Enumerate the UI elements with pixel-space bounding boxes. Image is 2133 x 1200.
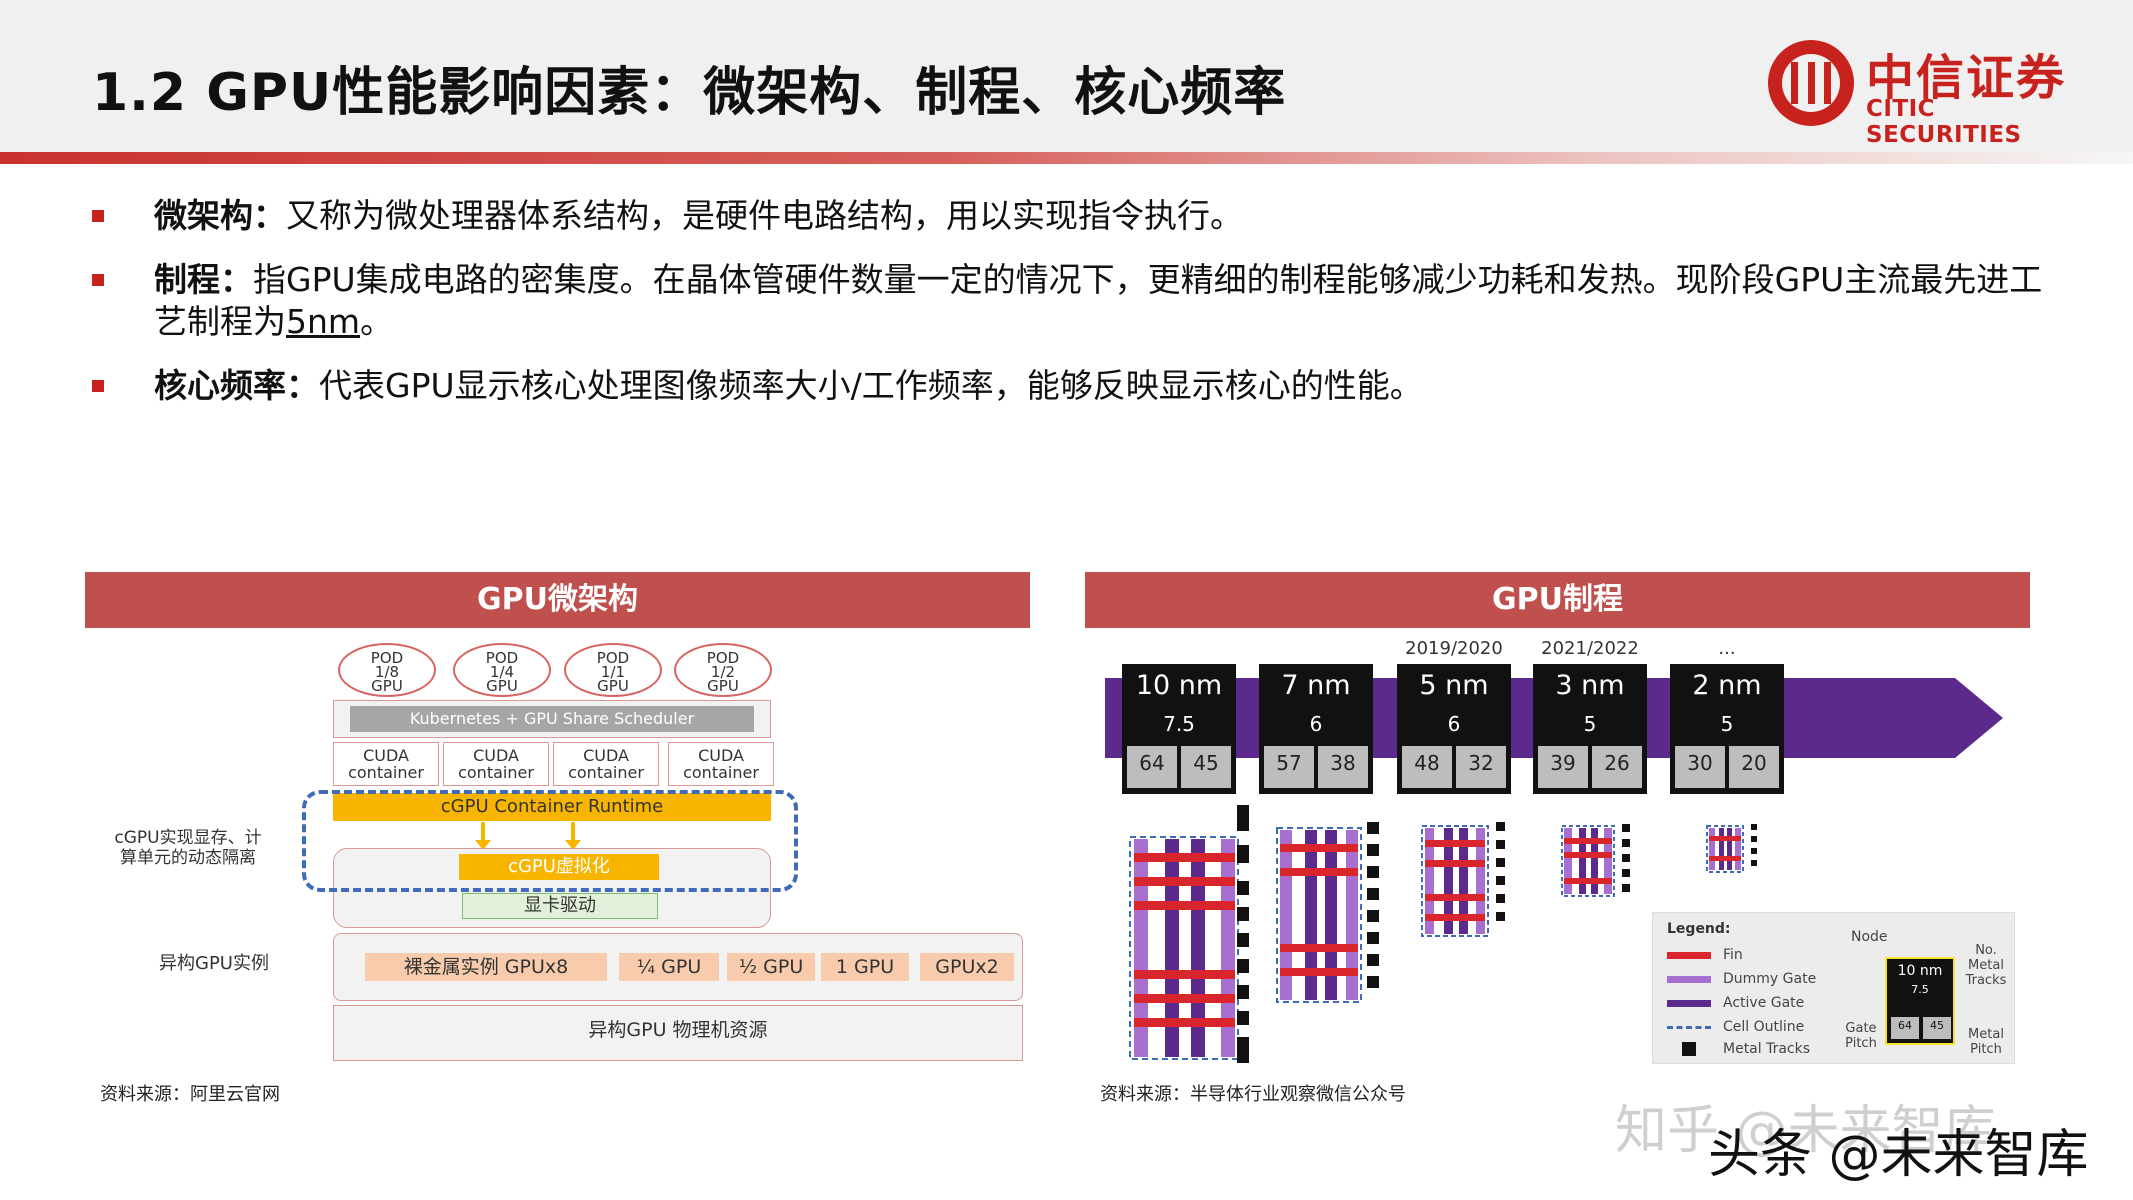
legend-metal-tracks: Metal Tracks [1667, 1041, 1810, 1057]
citic-logo: 中信证券 CITIC SECURITIES [1768, 36, 2068, 148]
node-year: 2021/2022 [1541, 638, 1639, 659]
legend-dummy-gate: Dummy Gate [1667, 971, 1816, 987]
node-year: 2019/2020 [1405, 638, 1503, 659]
node-year: ... [1718, 638, 1736, 659]
panel-title-process: GPU制程 [1085, 572, 2030, 628]
header-divider [0, 152, 2133, 164]
citic-logo-bars [1791, 62, 1831, 104]
cell-drawing-10nm [1129, 805, 1249, 1063]
bullet-square-icon [92, 380, 104, 392]
legend-title: Legend: [1667, 921, 1731, 937]
bullet-square-icon [92, 274, 104, 286]
physical-resource-label: 异构GPU 物理机资源 [588, 1019, 768, 1041]
cgpu-runtime-bar: cGPU Container Runtime [333, 793, 771, 821]
bullet-keyword: 核心频率： [154, 366, 319, 405]
legend-node-word: Node [1851, 929, 1888, 945]
legend-cell-outline: Cell Outline [1667, 1019, 1804, 1035]
bullet-keyword: 微架构： [154, 196, 286, 235]
gpu-instance-half: ½ GPU [727, 953, 815, 981]
bullet-square-icon [92, 210, 104, 222]
cell-drawing-3nm [1561, 824, 1630, 897]
bullet-text: 代表GPU显示核心处理图像频率大小/工作频率，能够反映显示核心的性能。 [319, 366, 1423, 405]
bullet-tail: 。 [360, 302, 394, 341]
right-source-note: 资料来源：半导体行业观察微信公众号 [1100, 1084, 1406, 1105]
gpu-driver-bar: 显卡驱动 [462, 893, 658, 919]
panel-title-microarchitecture: GPU微架构 [85, 572, 1030, 628]
logo-text-cn: 中信证券 [1866, 50, 2067, 106]
cell-drawing-7nm [1276, 822, 1379, 1003]
gpu-instance-baremetal: 裸金属实例 GPUx8 [365, 953, 607, 981]
bullet-underline-text: 5nm [286, 302, 361, 341]
cgpu-virtualization-bar: cGPU虚拟化 [459, 854, 659, 880]
left-source-note: 资料来源：阿里云官网 [100, 1084, 280, 1105]
gpu-instance-label: 异构GPU实例 [159, 953, 269, 974]
legend-mini-node: 10 nm 7.5 64 45 [1885, 957, 1955, 1045]
bullet-process: 制程：指GPU集成电路的密集度。在晶体管硬件数量一定的情况下，更精细的制程能够减… [92, 259, 2052, 343]
bullet-keyword: 制程： [154, 260, 253, 299]
isolation-label: cGPU实现显存、计算单元的动态隔离 [114, 828, 262, 868]
gpu-instance-one: 1 GPU [821, 953, 909, 981]
gpu-instance-x2: GPUx2 [920, 953, 1014, 981]
scheduler-label: Kubernetes + GPU Share Scheduler [350, 706, 754, 732]
bullet-text: 又称为微处理器体系结构，是硬件电路结构，用以实现指令执行。 [286, 196, 1243, 235]
page-title: 1.2 GPU性能影响因素：微架构、制程、核心频率 [92, 63, 1287, 123]
zhihu-watermark: 知乎 @未来智库 [1615, 1101, 1996, 1161]
bullet-core-frequency: 核心频率：代表GPU显示核心处理图像频率大小/工作频率，能够反映显示核心的性能。 [92, 365, 2052, 407]
legend-fin: Fin [1667, 947, 1743, 963]
runtime-arrows [475, 822, 581, 850]
process-legend: Legend: Fin Dummy Gate Active Gate Cell … [1652, 912, 2015, 1064]
cell-drawing-2nm [1706, 824, 1757, 873]
roadmap-arrow-band [1105, 678, 1955, 758]
gpu-instance-quarter: ¼ GPU [619, 953, 719, 981]
legend-active-gate: Active Gate [1667, 995, 1804, 1011]
isolation-dashed-outline [302, 790, 798, 892]
logo-text-en: CITIC SECURITIES [1866, 96, 2022, 148]
toutiao-watermark: 头条 @未来智库 [1708, 1125, 2089, 1185]
physical-resource-box [333, 1005, 1023, 1061]
bullet-list: 微架构：又称为微处理器体系结构，是硬件电路结构，用以实现指令执行。 制程：指GP… [92, 195, 2052, 429]
cell-drawing-5nm [1421, 822, 1505, 937]
bullet-text: 指GPU集成电路的密集度。在晶体管硬件数量一定的情况下，更精细的制程能够减少功耗… [154, 260, 2043, 341]
bullet-microarchitecture: 微架构：又称为微处理器体系结构，是硬件电路结构，用以实现指令执行。 [92, 195, 2052, 237]
roadmap-arrow-head [1955, 678, 2003, 758]
